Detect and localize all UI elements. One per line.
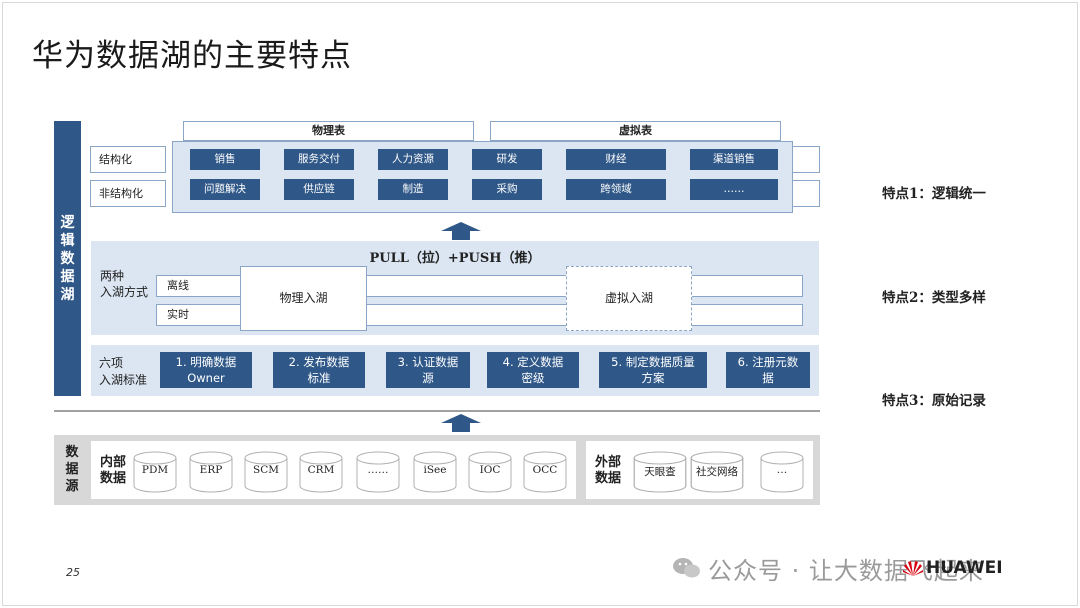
domain-chip: 跨领域: [566, 179, 666, 200]
mode-band: [691, 275, 803, 297]
data-source-cylinder: 天眼查: [633, 451, 687, 493]
data-source-cylinder: SCM: [244, 451, 288, 493]
data-source-cylinder: ……: [356, 451, 400, 493]
external-data-label: 外部 数据: [595, 455, 622, 486]
internal-data-label: 内部 数据: [100, 455, 127, 486]
data-source-cylinder: PDM: [133, 451, 177, 493]
watermark-text: 公众号 · 让大数据飞起来: [708, 557, 984, 585]
virtual-table-header: 虚拟表: [490, 121, 781, 141]
huawei-logo-icon: [902, 558, 924, 578]
mode-band: [366, 275, 567, 297]
standard-item: 4. 定义数据 密级: [487, 352, 579, 388]
data-sources-text: 数据源: [65, 445, 79, 494]
slide-title: 华为数据湖的主要特点: [32, 38, 352, 74]
pull-push-header: PULL（拉）+PUSH（推）: [369, 251, 541, 266]
data-source-cylinder: OCC: [523, 451, 567, 493]
virtual-ingestion-box: 虚拟入湖: [566, 266, 692, 331]
divider: [54, 410, 820, 412]
domain-chip: 研发: [472, 149, 542, 170]
data-source-label: …: [776, 464, 788, 476]
up-arrow-icon: [441, 222, 481, 242]
data-sources-label: 数据源: [54, 435, 90, 505]
data-source-label: CRM: [307, 464, 335, 476]
domain-chip: 销售: [190, 149, 260, 170]
domain-chip: 渠道销售: [690, 149, 778, 170]
feature-1: 特点1：逻辑统一: [882, 186, 986, 202]
domain-chip: 采购: [472, 179, 542, 200]
up-arrow-icon: [441, 414, 481, 434]
standard-item: 6. 注册元数 据: [726, 352, 810, 388]
row-label-structured: 结构化: [90, 146, 166, 173]
huawei-brand: HUAWEI: [926, 558, 1003, 578]
mode-realtime: 实时: [156, 304, 241, 326]
row-stub: [792, 180, 820, 207]
domain-chip: 人力资源: [378, 149, 448, 170]
mode-band: [366, 304, 567, 326]
domain-chip: 服务交付: [284, 149, 354, 170]
logical-lake-label: 逻辑数据湖: [54, 121, 81, 396]
domain-chip: 财经: [566, 149, 666, 170]
two-ways-label: 两种 入湖方式: [100, 269, 149, 299]
standard-item: 2. 发布数据 标准: [273, 352, 365, 388]
standard-item: 1. 明确数据 Owner: [160, 352, 252, 388]
data-source-label: SCM: [253, 464, 279, 476]
data-source-label: 社交网络: [696, 466, 738, 478]
data-source-cylinder: CRM: [299, 451, 343, 493]
domain-chip: 制造: [378, 179, 448, 200]
standards-label: 六项 入湖标准: [99, 356, 148, 387]
standard-item: 3. 认证数据 源: [386, 352, 470, 388]
domain-chip: 问题解决: [190, 179, 260, 200]
data-source-cylinder: iSee: [413, 451, 457, 493]
data-source-cylinder: IOC: [468, 451, 512, 493]
data-source-cylinder: ERP: [189, 451, 233, 493]
physical-table-header: 物理表: [183, 121, 474, 141]
data-source-label: 天眼查: [644, 466, 676, 478]
wechat-icon: [672, 556, 702, 580]
domain-chip: ……: [690, 179, 778, 200]
standard-item: 5. 制定数据质量 方案: [599, 352, 707, 388]
data-source-label: iSee: [423, 464, 447, 476]
row-label-unstructured: 非结构化: [90, 180, 166, 207]
physical-ingestion-box: 物理入湖: [240, 266, 367, 331]
data-source-cylinder: …: [760, 451, 804, 493]
data-source-label: ERP: [199, 464, 223, 476]
data-source-label: PDM: [141, 464, 169, 476]
row-stub: [792, 146, 820, 173]
domain-chip: 供应链: [284, 179, 354, 200]
mode-band: [691, 304, 803, 326]
data-source-cylinder: 社交网络: [690, 451, 744, 493]
data-source-label: ……: [367, 464, 389, 476]
data-source-label: OCC: [532, 464, 558, 476]
data-source-label: IOC: [479, 464, 501, 476]
feature-2: 特点2：类型多样: [882, 290, 986, 306]
feature-3: 特点3：原始记录: [882, 393, 986, 409]
page-number: 25: [66, 566, 80, 579]
mode-offline: 离线: [156, 275, 241, 297]
logical-lake-text: 逻辑数据湖: [60, 214, 75, 303]
